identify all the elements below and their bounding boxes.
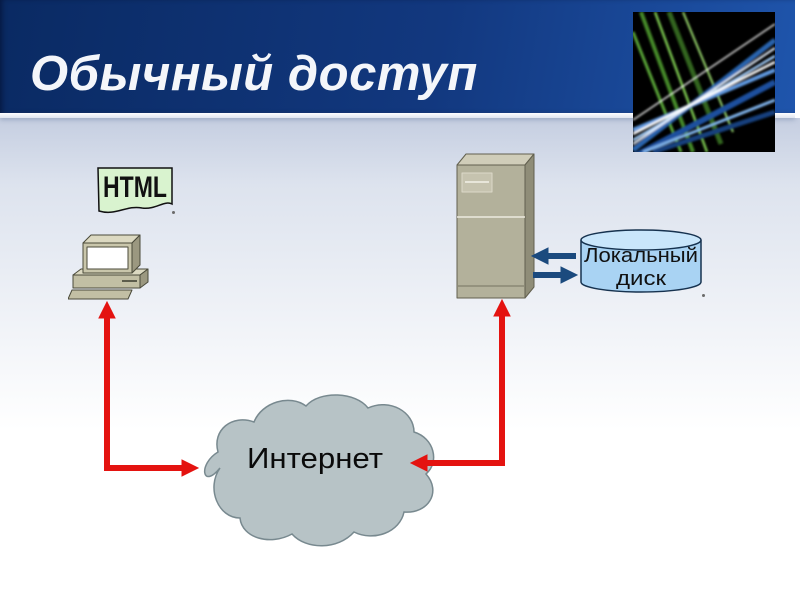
- server-shapes: [456, 153, 535, 299]
- html-doc-outline: [97, 167, 173, 213]
- light-streaks-image: [631, 11, 777, 160]
- web-server-icon: [453, 150, 538, 310]
- blue-streaks: [631, 23, 777, 160]
- cloud-label: Интернет: [247, 443, 383, 475]
- client-computer-icon: [67, 231, 153, 308]
- keyboard: [67, 289, 133, 300]
- monitor-screen: [86, 246, 129, 270]
- arrow-server-to-disk: [533, 266, 579, 284]
- html-doc-label: HTML: [103, 171, 167, 204]
- local-disk-icon: Локальный диск: [578, 228, 708, 303]
- light-streaks-graphic: [631, 11, 777, 160]
- arrow-disk-to-server: [530, 247, 576, 265]
- title-bar-bottom-edge: [0, 113, 795, 118]
- disk-body: [580, 240, 702, 293]
- cloud-shape: [203, 394, 435, 547]
- internet-cloud: Интернет: [190, 388, 435, 558]
- disk-label-line2: диск: [616, 268, 666, 290]
- disk-label-line1: Локальный: [584, 245, 698, 267]
- html-doc-shape: HTML: [96, 166, 176, 226]
- slide-title: Обычный доступ: [30, 47, 478, 101]
- slide-right-margin: [795, 0, 800, 118]
- computer-shapes: [67, 234, 149, 300]
- stray-period-dot: [172, 211, 175, 214]
- stray-period-dot: [702, 294, 705, 297]
- arrow-computer-internet: [98, 300, 200, 477]
- arrow-server-internet: [409, 298, 511, 472]
- disk-top: [580, 229, 702, 251]
